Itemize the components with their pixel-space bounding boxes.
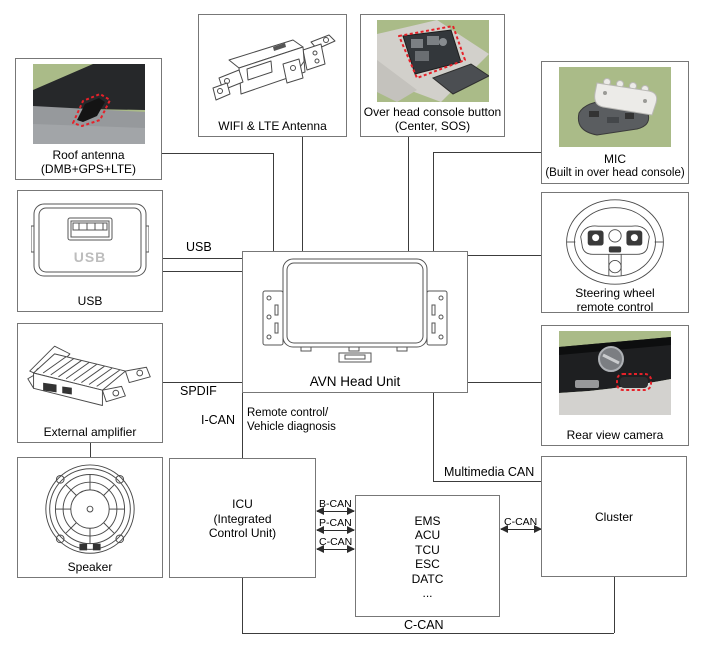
label-pcan: P-CAN: [319, 517, 352, 529]
node-overhead-console: Over head console button (Center, SOS): [360, 14, 505, 137]
icu-label-line1: ICU: [232, 497, 253, 512]
connector-mic-to-avn-h: [433, 152, 541, 153]
label-multimedia-can: Multimedia CAN: [444, 465, 535, 479]
connector-avn-to-camera: [468, 382, 541, 383]
connector-amp-to-avn-spdif: [163, 382, 242, 383]
node-mic: MIC (Built in over head console): [541, 61, 689, 184]
node-external-amplifier: External amplifier: [17, 323, 163, 443]
connector-roof-to-avn-h: [162, 153, 273, 154]
ccan-cluster-arrow: [500, 525, 542, 533]
roof-antenna-photo: [32, 64, 145, 144]
speaker-drawing: [45, 464, 135, 554]
wifi-antenna-drawing: [212, 34, 335, 101]
ems-item-ellipsis: ...: [422, 586, 433, 600]
label-remote-line1: Remote control/: [247, 407, 329, 419]
label-usb-connection: USB: [186, 240, 212, 254]
roof-antenna-label-line2: (DMB+GPS+LTE): [40, 162, 137, 176]
avn-head-unit-label: AVN Head Unit: [309, 374, 401, 389]
connector-amp-to-speaker: [90, 443, 91, 457]
connector-usb-to-avn-2: [163, 271, 242, 272]
connector-avn-to-cluster-v: [433, 393, 434, 481]
label-spdif-connection: SPDIF: [180, 384, 217, 398]
connector-avn-to-icu: [242, 393, 243, 458]
steering-wheel-label-line1: Steering wheel: [575, 286, 655, 300]
connector-mic-to-avn-v: [433, 152, 434, 251]
wifi-antenna-label: WIFI & LTE Antenna: [218, 119, 327, 133]
mic-label-line2: (Built in over head console): [545, 167, 685, 179]
label-ican-connection: I-CAN: [201, 413, 236, 427]
connector-cluster-bottom-v: [614, 577, 615, 633]
overhead-console-photo: [376, 20, 489, 102]
pcan-arrow: [316, 526, 355, 534]
icu-label-line2: (Integrated: [213, 511, 272, 526]
node-avn-head-unit: AVN Head Unit: [242, 251, 468, 393]
avn-head-unit-drawing: [262, 258, 448, 363]
mic-label: MIC (Built in over head console): [545, 152, 684, 180]
cluster-label: Cluster: [594, 510, 633, 525]
overhead-console-label-line2: (Center, SOS): [394, 119, 471, 133]
connector-usb-to-avn-1: [163, 258, 242, 259]
mic-photo: [559, 67, 671, 147]
node-icu: ICU (Integrated Control Unit): [169, 458, 316, 578]
rear-view-camera-photo: [559, 331, 671, 415]
overhead-console-label-line1: Over head console button: [363, 105, 502, 119]
node-usb: USB USB: [17, 190, 163, 312]
node-ems: EMS ACU TCU ESC DATC ...: [355, 495, 500, 617]
connector-roof-to-avn-v: [273, 153, 274, 251]
bcan-arrow: [316, 507, 355, 515]
external-amplifier-drawing: [27, 345, 151, 406]
roof-antenna-label-line1: Roof antenna: [52, 148, 125, 162]
mic-label-line1: MIC: [603, 152, 626, 166]
ems-item-datc: DATC: [411, 571, 444, 586]
external-amplifier-label: External amplifier: [43, 425, 137, 439]
ems-item-ems: EMS: [414, 513, 441, 528]
ccan-arrow: [316, 545, 355, 553]
steering-wheel-label-line2: remote control: [576, 300, 654, 314]
connector-avn-to-cluster-h: [433, 481, 541, 482]
connector-wifi-to-avn: [302, 137, 303, 251]
label-bcan: B-CAN: [319, 498, 352, 510]
roof-antenna-label: Roof antenna (DMB+GPS+LTE): [41, 148, 136, 176]
node-roof-antenna: Roof antenna (DMB+GPS+LTE): [15, 58, 162, 180]
node-speaker: Speaker: [17, 457, 163, 578]
connector-icu-bottom-v: [242, 578, 243, 633]
usb-port-drawing: USB: [31, 203, 149, 277]
connector-avn-to-steering: [468, 255, 541, 256]
label-ccan-mid: C-CAN: [319, 536, 353, 548]
ems-item-tcu: TCU: [415, 542, 440, 557]
label-ccan-right: C-CAN: [504, 516, 538, 528]
connector-ccan-bottom-h: [242, 633, 614, 634]
steering-wheel-drawing: [566, 199, 664, 285]
node-wifi-antenna: WIFI & LTE Antenna: [198, 14, 347, 137]
label-ccan-bottom: C-CAN: [404, 618, 444, 632]
steering-wheel-label: Steering wheel remote control: [575, 286, 654, 314]
connector-console-to-avn: [408, 137, 409, 251]
overhead-console-label: Over head console button (Center, SOS): [364, 105, 501, 133]
speaker-label: Speaker: [67, 560, 113, 574]
ems-item-esc: ESC: [415, 557, 440, 571]
label-remote-diagnosis: Remote control/ Vehicle diagnosis: [247, 406, 336, 434]
usb-label: USB: [77, 294, 103, 308]
icu-label-line3: Control Unit): [208, 526, 277, 541]
node-cluster: Cluster: [541, 456, 687, 577]
usb-port-embossed-text: USB: [74, 249, 107, 265]
rear-view-camera-label: Rear view camera: [566, 428, 664, 442]
ems-item-acu: ACU: [414, 528, 441, 542]
node-rear-view-camera: Rear view camera: [541, 325, 689, 446]
node-steering-wheel: Steering wheel remote control: [541, 192, 689, 314]
label-remote-line2: Vehicle diagnosis: [247, 421, 336, 433]
